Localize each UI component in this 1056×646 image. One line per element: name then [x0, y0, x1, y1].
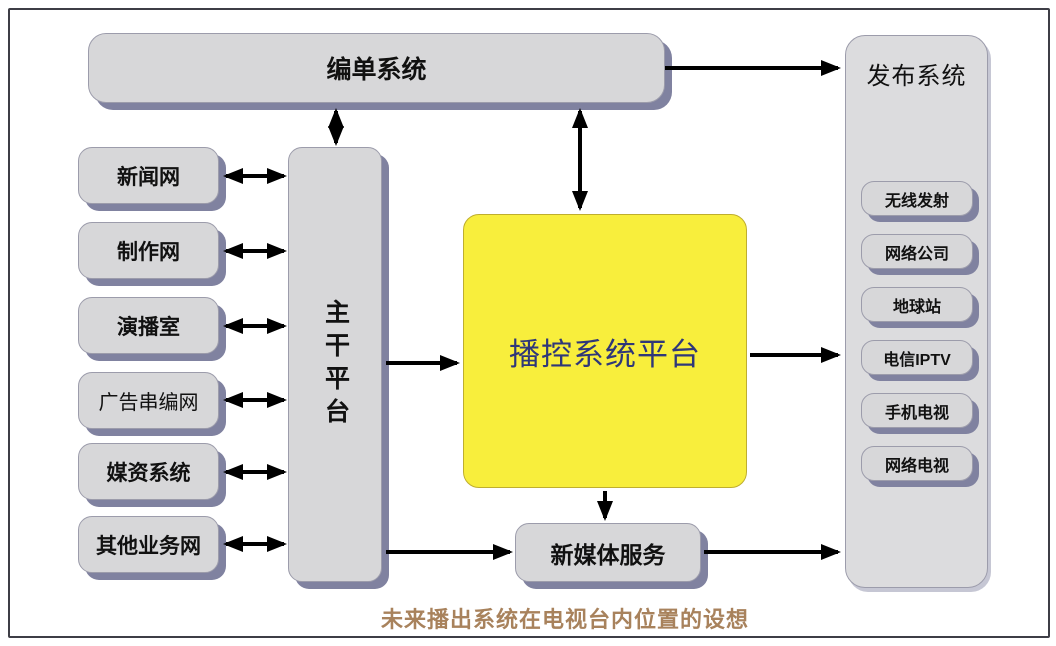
node-media-asset-system: 媒资系统 [78, 443, 219, 500]
backbone-platform-label: 主干平台 [321, 298, 350, 431]
node-new-media-service: 新媒体服务 [515, 523, 701, 582]
node-news-network: 新闻网 [78, 147, 219, 204]
channel-internet-tv: 网络电视 [861, 446, 973, 481]
channel-earth-station: 地球站 [861, 287, 973, 322]
panel-publishing-system: 发布系统 无线发射 网络公司 地球站 电信IPTV 手机电视 网络电视 [845, 35, 988, 588]
node-backbone-platform: 主干平台 [288, 147, 382, 582]
node-production-network: 制作网 [78, 222, 219, 279]
channel-mobile-tv: 手机电视 [861, 393, 973, 428]
channel-wireless-transmission: 无线发射 [861, 181, 973, 216]
node-other-business-network: 其他业务网 [78, 516, 219, 573]
channel-network-company: 网络公司 [861, 234, 973, 269]
node-broadcast-control-platform: 播控系统平台 [463, 214, 747, 488]
node-studio: 演播室 [78, 297, 219, 354]
node-scheduling-system: 编单系统 [88, 33, 665, 103]
node-ad-compilation-network: 广告串编网 [78, 372, 219, 429]
channel-telecom-iptv: 电信IPTV [861, 340, 973, 375]
diagram-caption: 未来播出系统在电视台内位置的设想 [380, 607, 749, 632]
publishing-system-title: 发布系统 [866, 63, 967, 90]
